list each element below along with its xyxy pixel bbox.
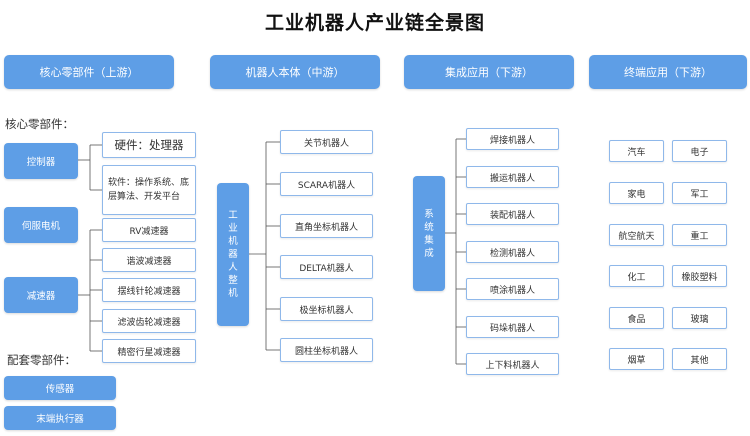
reducer-item: 精密行星减速器	[102, 339, 196, 363]
integration-item: 搬运机器人	[466, 166, 559, 188]
servo-motor-box: 伺服电机	[4, 207, 78, 243]
system-integration-box: 系统集成	[413, 176, 445, 291]
integration-item: 检测机器人	[466, 241, 559, 263]
robot-type-item: 圆柱坐标机器人	[280, 338, 373, 362]
header-terminal: 终端应用（下游）	[589, 55, 747, 89]
terminal-item: 化工	[609, 265, 664, 287]
reducer-box: 减速器	[4, 277, 78, 313]
header-integration: 集成应用（下游）	[404, 55, 574, 89]
end-effector-box: 末端执行器	[4, 406, 116, 430]
robot-type-item: 极坐标机器人	[280, 297, 373, 321]
terminal-item: 橡胶塑料	[672, 265, 727, 287]
reducer-item: 谐波减速器	[102, 248, 196, 272]
header-upstream: 核心零部件（上游）	[4, 55, 174, 89]
support-parts-label: 配套零部件：	[7, 353, 76, 367]
reducer-item: 滤波齿轮减速器	[102, 309, 196, 333]
controller-box: 控制器	[4, 143, 78, 179]
integration-item: 喷涂机器人	[466, 278, 559, 300]
robot-type-item: 关节机器人	[280, 130, 373, 154]
terminal-item: 其他	[672, 348, 727, 370]
integration-item: 上下料机器人	[466, 353, 559, 375]
terminal-item: 汽车	[609, 140, 664, 162]
terminal-item: 食品	[609, 307, 664, 329]
terminal-item: 电子	[672, 140, 727, 162]
robot-complete-box: 工业机器人整机	[217, 183, 249, 326]
header-midstream: 机器人本体（中游）	[210, 55, 380, 89]
integration-item: 焊接机器人	[466, 128, 559, 150]
integration-item: 码垛机器人	[466, 316, 559, 338]
robot-type-item: 直角坐标机器人	[280, 214, 373, 238]
system-integration-label: 系统集成	[424, 208, 434, 259]
robot-complete-label: 工业机器人整机	[228, 210, 238, 299]
terminal-item: 军工	[672, 182, 727, 204]
robot-type-item: SCARA机器人	[280, 172, 373, 196]
terminal-item: 家电	[609, 182, 664, 204]
terminal-item: 玻璃	[672, 307, 727, 329]
core-parts-label: 核心零部件：	[5, 117, 74, 131]
reducer-item: 摆线针轮减速器	[102, 278, 196, 302]
reducer-item: RV减速器	[102, 218, 196, 242]
hardware-box: 硬件：处理器	[102, 132, 196, 158]
software-box: 软件：操作系统、底层算法、开发平台	[102, 165, 196, 215]
robot-type-item: DELTA机器人	[280, 255, 373, 279]
sensor-box: 传感器	[4, 376, 116, 400]
terminal-item: 重工	[672, 224, 727, 246]
page-title: 工业机器人产业链全景图	[264, 12, 485, 34]
terminal-item: 航空航天	[609, 224, 664, 246]
terminal-item: 烟草	[609, 348, 664, 370]
integration-item: 装配机器人	[466, 203, 559, 225]
